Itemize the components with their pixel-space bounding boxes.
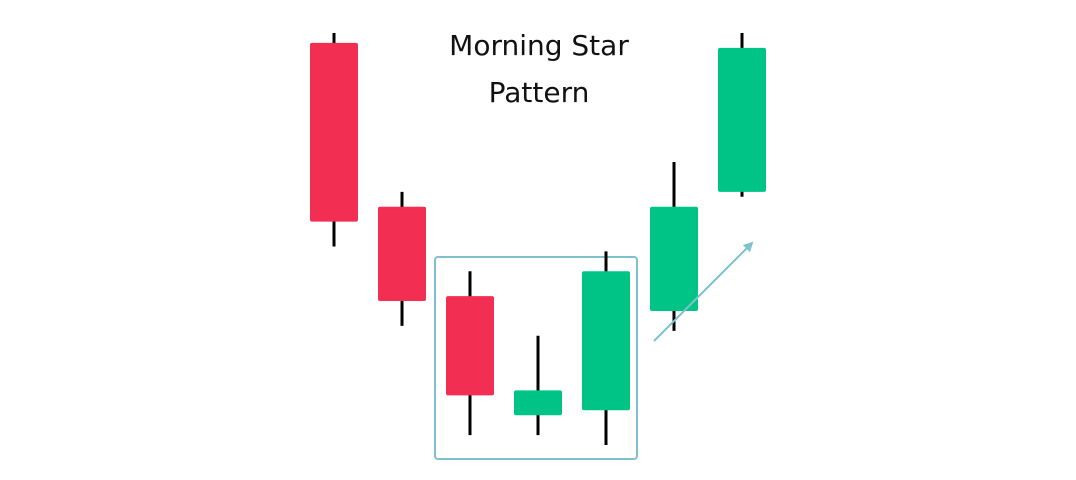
candlestick-series bbox=[310, 33, 766, 445]
candle-7-bullish bbox=[718, 33, 766, 197]
candle-body bbox=[310, 42, 358, 222]
candle-2-bearish bbox=[378, 191, 426, 326]
candle-body bbox=[378, 206, 426, 302]
title-line-2: Pattern bbox=[489, 76, 590, 109]
uptrend-arrow-icon bbox=[653, 241, 754, 342]
title: Morning Star Pattern bbox=[449, 29, 629, 109]
candle-5-bullish bbox=[582, 251, 630, 445]
candle-body bbox=[718, 47, 766, 192]
candle-6-bullish bbox=[650, 162, 698, 331]
candle-body bbox=[650, 206, 698, 311]
pattern-highlight-box bbox=[434, 256, 638, 460]
candle-body bbox=[582, 271, 630, 411]
candle-3-bearish bbox=[446, 271, 494, 436]
candle-4-bullish bbox=[514, 335, 562, 436]
candle-1-bearish bbox=[310, 33, 358, 247]
title-line-1: Morning Star bbox=[449, 29, 629, 62]
candle-body bbox=[514, 390, 562, 416]
candle-body bbox=[446, 296, 494, 396]
